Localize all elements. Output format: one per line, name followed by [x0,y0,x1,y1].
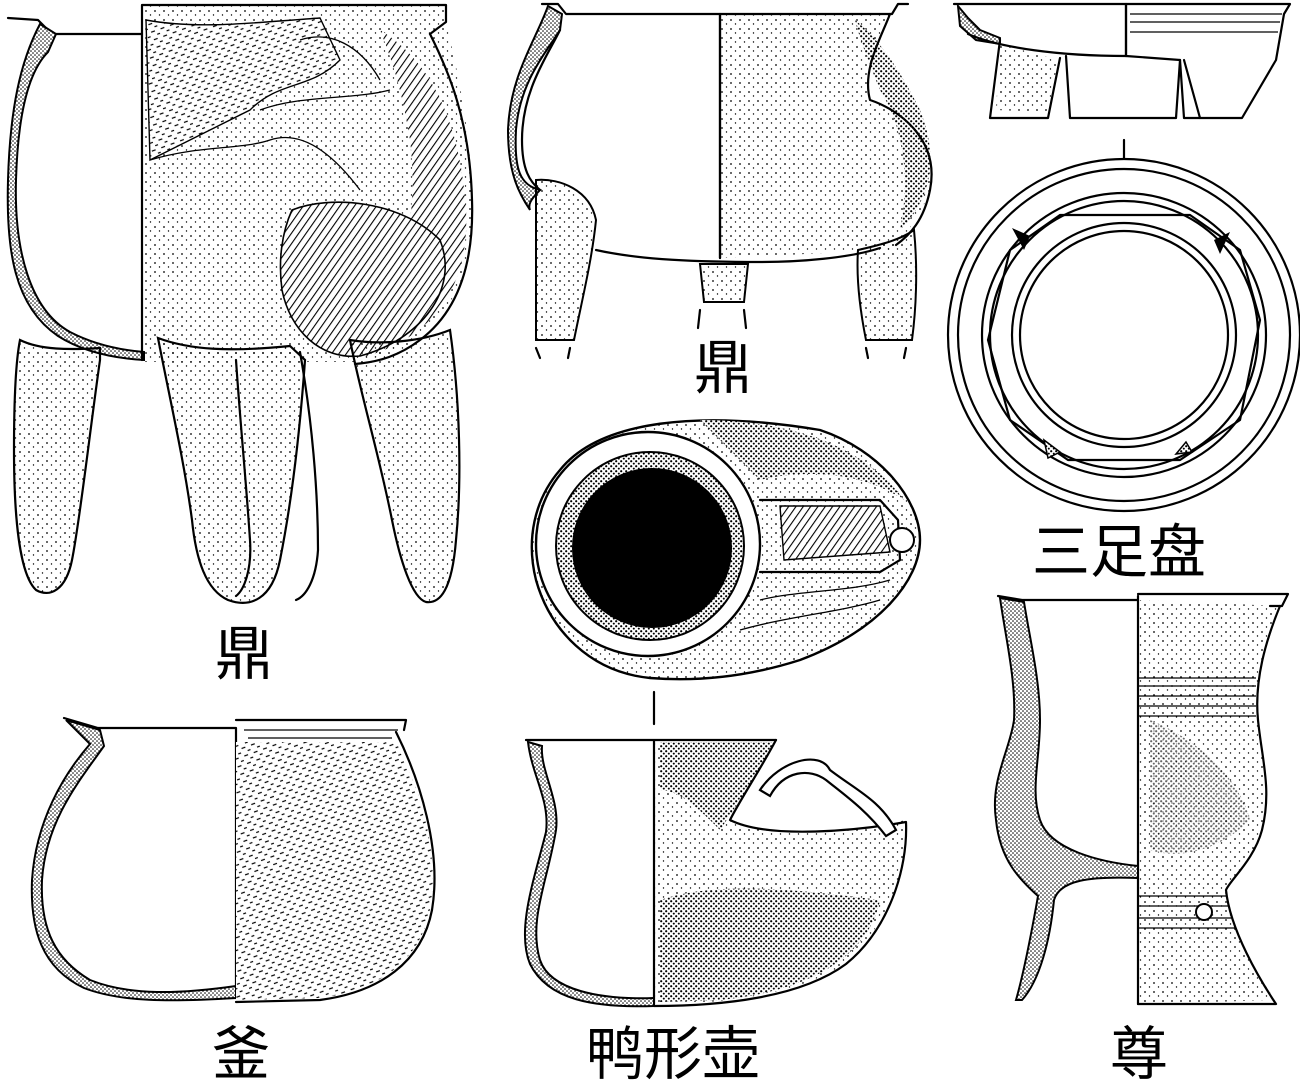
ding-large-figure [6,3,474,604]
label-ding-large: 鼎 [215,620,273,688]
label-fu: 釜 [212,1020,270,1082]
sanzupan-figure [946,2,1300,513]
yaxinghu-side-figure [523,738,908,1008]
label-ding-small: 鼎 [694,334,752,402]
fu-figure [30,716,436,1004]
label-sanzupan: 三足盘 [1032,518,1206,586]
ding-small-figure [506,2,933,360]
yaxinghu-plan-figure [530,419,922,726]
label-zun: 尊 [1110,1020,1168,1082]
label-yaxinghu: 鸭形壶 [586,1020,760,1082]
zun-figure [993,592,1290,1006]
